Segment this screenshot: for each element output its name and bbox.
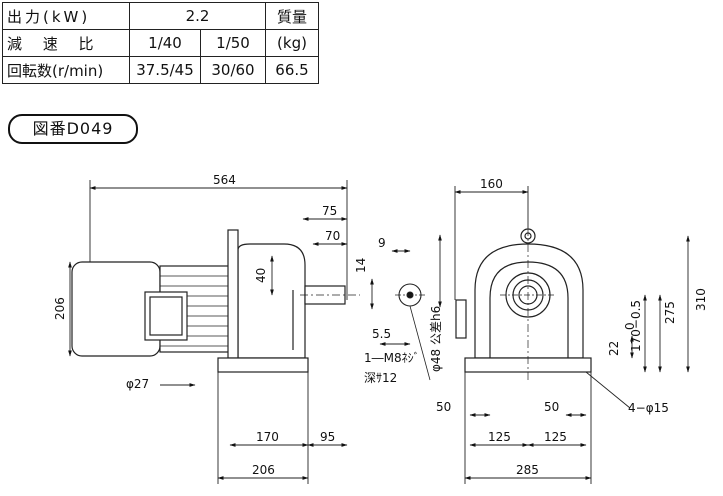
shaft-end-detail [370,234,442,381]
dim-310: 310 [694,288,708,311]
dim-125-right: 125 [544,430,567,444]
speed-2: 30/60 [200,56,266,84]
dim-206-base: 206 [252,463,275,477]
dim-shaft-dia: φ48 公差h6 [429,306,443,372]
dim-125-left: 125 [488,430,511,444]
dim-50-right: 50 [544,400,559,414]
dim-285: 285 [516,463,539,477]
mass-unit: (kg) [265,29,319,57]
dim-170-tol: 170−0.5 [629,300,643,352]
spec-table: 出力(kW) 2.2 質量 減 速 比 1/40 1/50 (kg) 回転数(r… [2,2,319,84]
drawing-number: 図番D049 [8,114,138,144]
dim-9: 9 [378,236,386,250]
dim-170: 170 [256,430,279,444]
dim-22: 22 [607,341,621,356]
dim-phi27: φ27 [126,377,149,391]
base-foot [217,357,309,373]
dim-40: 40 [254,268,268,283]
dim-14: 14 [354,258,368,273]
mass-value: 66.5 [265,56,319,84]
dim-206-height: 206 [53,297,67,320]
dim-160: 160 [480,177,503,191]
mass-label: 質量 [265,2,319,30]
flange [227,229,239,359]
dim-0: 0 [623,322,637,330]
gear-housing [237,243,306,359]
ratio-label: 減 速 比 [2,29,130,57]
output-label: 出力(kW) [2,2,130,30]
dim-75: 75 [322,204,337,218]
front-view [455,228,592,380]
dim-50-left: 50 [436,400,451,414]
dim-564: 564 [213,173,236,187]
side-view [71,229,360,373]
mounting-holes: 4−φ15 [628,401,669,415]
dim-95: 95 [320,430,335,444]
speed-label: 回転数(r/min) [2,56,130,84]
dim-5-5: 5.5 [372,327,391,341]
dim-275: 275 [663,301,677,324]
tap-spec-line2: 深ｻ12 [364,371,397,385]
dim-70: 70 [325,229,340,243]
tap-spec-line1: 1―M8ﾈｼﾞ [364,351,420,365]
ratio-2: 1/50 [200,29,266,57]
speed-1: 37.5/45 [129,56,201,84]
